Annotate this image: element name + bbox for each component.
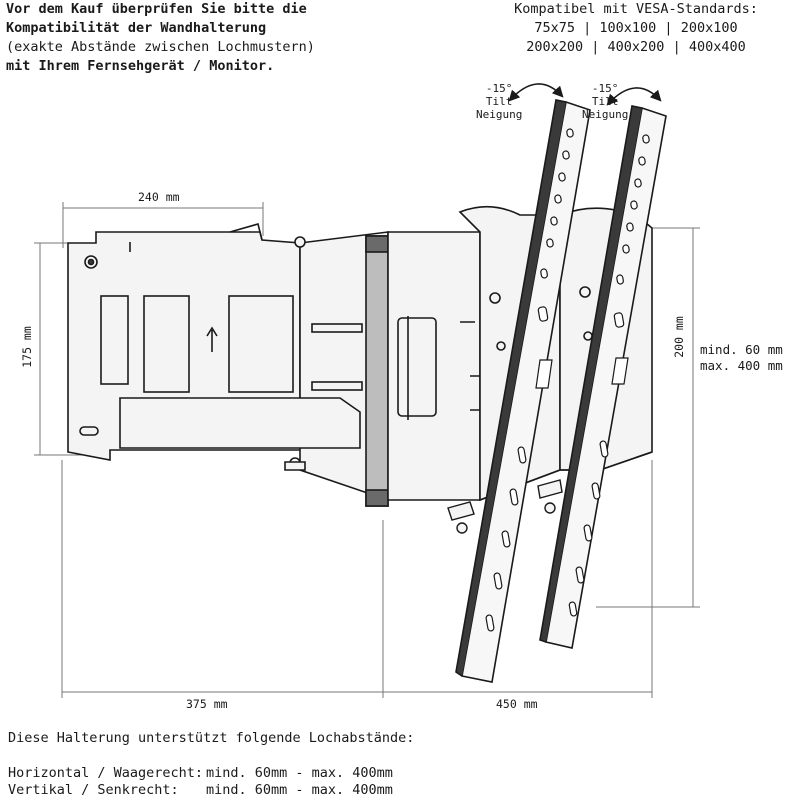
footer-heading: Diese Halterung unterstützt folgende Loc…	[8, 730, 415, 746]
tilt-right-de: Neigung	[582, 108, 629, 121]
notice-line-1: Vor dem Kauf überprüfen Sie bitte die	[6, 1, 307, 17]
tilt-right-en: Tilt	[591, 95, 619, 108]
elbow-joint	[365, 235, 389, 507]
dim-range-min: mind. 60 mm	[700, 342, 783, 357]
notice-line-2: Kompatibilität der Wandhalterung	[6, 20, 267, 36]
vesa-row-2: 200x200 | 400x200 | 400x400	[526, 39, 746, 55]
dim-bottom-right: 450 mm	[496, 697, 538, 711]
rail-bolts	[447, 479, 563, 534]
dim-left-height: 175 mm	[19, 326, 34, 368]
tilt-right-angle: -15°	[591, 82, 619, 95]
tilt-label-right: -15° Tilt Neigung	[582, 82, 628, 121]
tilt-left-en: Tilt	[485, 95, 513, 108]
tilt-left-de: Neigung	[476, 108, 523, 121]
vesa-standards: Kompatibel mit VESA-Standards: 75x75 | 1…	[486, 0, 786, 57]
notice-line-4: mit Ihrem Fernsehgerät / Monitor.	[6, 58, 275, 74]
vesa-row-1: 75x75 | 100x100 | 200x100	[534, 20, 738, 36]
footer-vertical-value: mind. 60mm - max. 400mm	[206, 782, 393, 798]
tilt-left-angle: -15°	[485, 82, 513, 95]
vesa-title: Kompatibel mit VESA-Standards:	[514, 1, 758, 17]
rail-slots	[485, 128, 650, 632]
compatibility-notice: Vor dem Kauf überprüfen Sie bitte die Ko…	[6, 0, 426, 76]
dim-range-max: max. 400 mm	[700, 358, 783, 373]
notice-line-3: (exakte Abstände zwischen Lochmustern)	[6, 39, 315, 55]
dim-plate-height: 200 mm	[671, 316, 686, 358]
tilt-arrows	[508, 83, 662, 106]
footer-horizontal-value: mind. 60mm - max. 400mm	[206, 765, 393, 781]
vesa-rails	[455, 99, 667, 683]
dim-bottom-left: 375 mm	[186, 697, 228, 711]
tilt-label-left: -15° Tilt Neigung	[476, 82, 522, 121]
dim-top-width: 240 mm	[138, 190, 180, 204]
footer-vertical-label: Vertikal / Senkrecht:	[8, 782, 179, 798]
footer-horizontal-label: Horizontal / Waagerecht:	[8, 765, 204, 781]
